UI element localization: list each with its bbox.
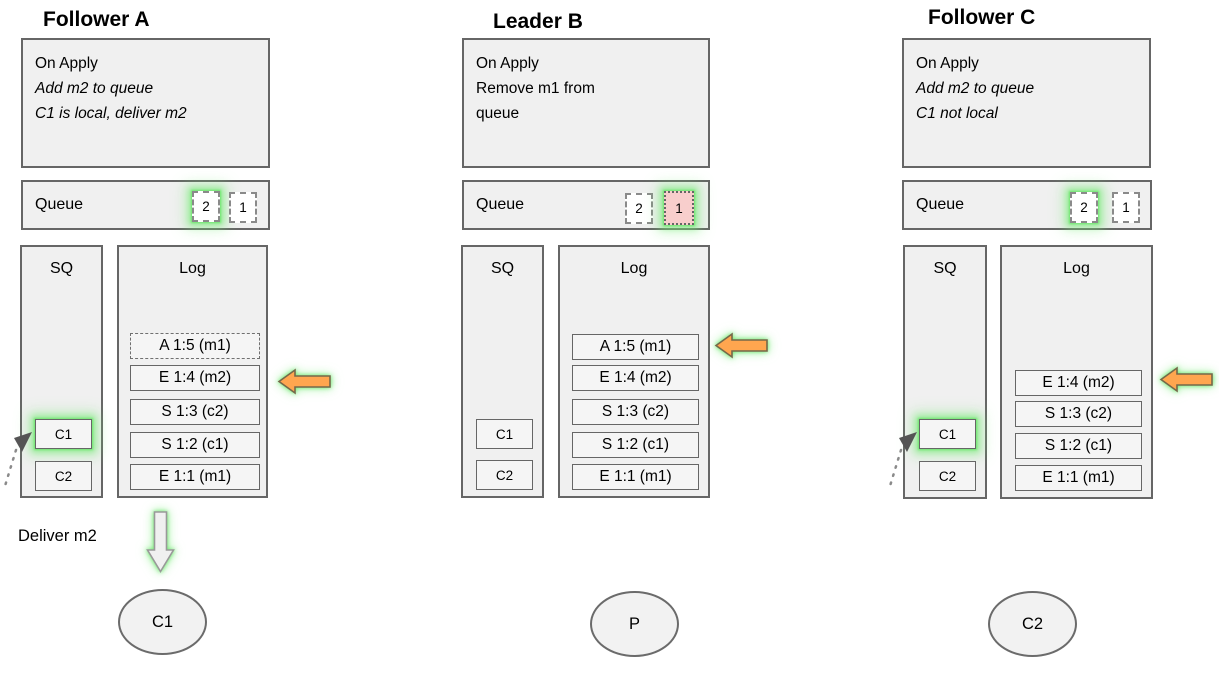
sq-item-c1: C1 (476, 419, 533, 449)
queue-item-1: 1 (1112, 192, 1140, 223)
queue-item-2: 2 (625, 193, 653, 224)
sq-box: SQ C1 C2 (461, 245, 544, 498)
queue-label: Queue (476, 196, 525, 213)
log-box: Log E 1:4 (m2) S 1:3 (c2) S 1:2 (c1) E 1… (1000, 245, 1153, 499)
log-entry-1-4: E 1:4 (m2) (572, 365, 699, 391)
note-line: Add m2 to queue (35, 80, 154, 97)
on-apply-note: On Apply Add m2 to queue C1 not local (902, 38, 1151, 168)
queue-item-1: 1 (229, 192, 257, 223)
sq-item-c2: C2 (476, 460, 533, 490)
log-entry-1-3: S 1:3 (c2) (130, 399, 260, 425)
client-pointer-dotted-arrow-icon (3, 432, 32, 488)
deliver-label: Deliver m2 (18, 527, 97, 545)
sq-item-c1: C1 (919, 419, 976, 449)
client-pointer-dotted-arrow-icon (888, 432, 917, 488)
note-line: Remove m1 from (476, 80, 595, 97)
sq-label: SQ (49, 260, 74, 277)
queue-box: Queue 2 1 (21, 180, 270, 230)
log-entry-1-5: A 1:5 (m1) (572, 334, 699, 360)
log-entry-1-1: E 1:1 (m1) (130, 464, 260, 490)
apply-pointer-arrow-left-icon (277, 368, 331, 395)
client-circle-c1: C1 (118, 589, 207, 655)
log-entry-1-4: E 1:4 (m2) (1015, 370, 1142, 396)
note-line: On Apply (35, 55, 98, 72)
log-entry-1-4: E 1:4 (m2) (130, 365, 260, 391)
note-line: Add m2 to queue (916, 80, 1035, 97)
log-entry-1-1: E 1:1 (m1) (1015, 465, 1142, 491)
log-label: Log (620, 260, 648, 277)
log-box: Log A 1:5 (m1) E 1:4 (m2) S 1:3 (c2) S 1… (558, 245, 710, 498)
log-entry-1-2: S 1:2 (c1) (572, 432, 699, 458)
queue-item-1: 1 (664, 191, 694, 225)
node-title: Leader B (493, 10, 583, 33)
log-entry-1-1: E 1:1 (m1) (572, 464, 699, 490)
sq-box: SQ C1 C2 (903, 245, 987, 499)
log-entry-1-5: A 1:5 (m1) (130, 333, 260, 359)
note-line: On Apply (916, 55, 979, 72)
queue-box: Queue 2 1 (902, 180, 1152, 230)
on-apply-note: On Apply Add m2 to queue C1 is local, de… (21, 38, 270, 168)
queue-box: Queue 2 1 (462, 180, 710, 230)
log-entry-1-2: S 1:2 (c1) (130, 432, 260, 458)
log-label: Log (179, 260, 206, 277)
queue-label: Queue (916, 196, 965, 213)
note-line: C1 is local, deliver m2 (35, 105, 187, 122)
queue-label: Queue (35, 196, 84, 213)
sq-item-c1: C1 (35, 419, 92, 449)
log-entry-1-3: S 1:3 (c2) (572, 399, 699, 425)
on-apply-note: On Apply Remove m1 from queue (462, 38, 710, 168)
apply-pointer-arrow-left-icon (714, 332, 768, 359)
note-line: queue (476, 105, 520, 122)
node-title: Follower A (43, 8, 150, 31)
sq-label: SQ (933, 260, 957, 277)
log-label: Log (1063, 260, 1090, 277)
log-entry-1-3: S 1:3 (c2) (1015, 401, 1142, 427)
queue-item-2: 2 (192, 191, 220, 222)
deliver-arrow-down-icon (146, 511, 175, 574)
note-line: C1 not local (916, 105, 998, 122)
note-line: On Apply (476, 55, 539, 72)
log-box: Log A 1:5 (m1) E 1:4 (m2) S 1:3 (c2) S 1… (117, 245, 268, 498)
sq-item-c2: C2 (919, 461, 976, 491)
client-circle-p: P (590, 591, 679, 657)
sq-box: SQ C1 C2 (20, 245, 103, 498)
node-title: Follower C (928, 6, 1036, 29)
queue-item-2: 2 (1070, 192, 1098, 223)
log-entry-1-2: S 1:2 (c1) (1015, 433, 1142, 459)
apply-pointer-arrow-left-icon (1159, 366, 1213, 393)
sq-item-c2: C2 (35, 461, 92, 491)
client-circle-c2: C2 (988, 591, 1077, 657)
sq-label: SQ (490, 260, 515, 277)
